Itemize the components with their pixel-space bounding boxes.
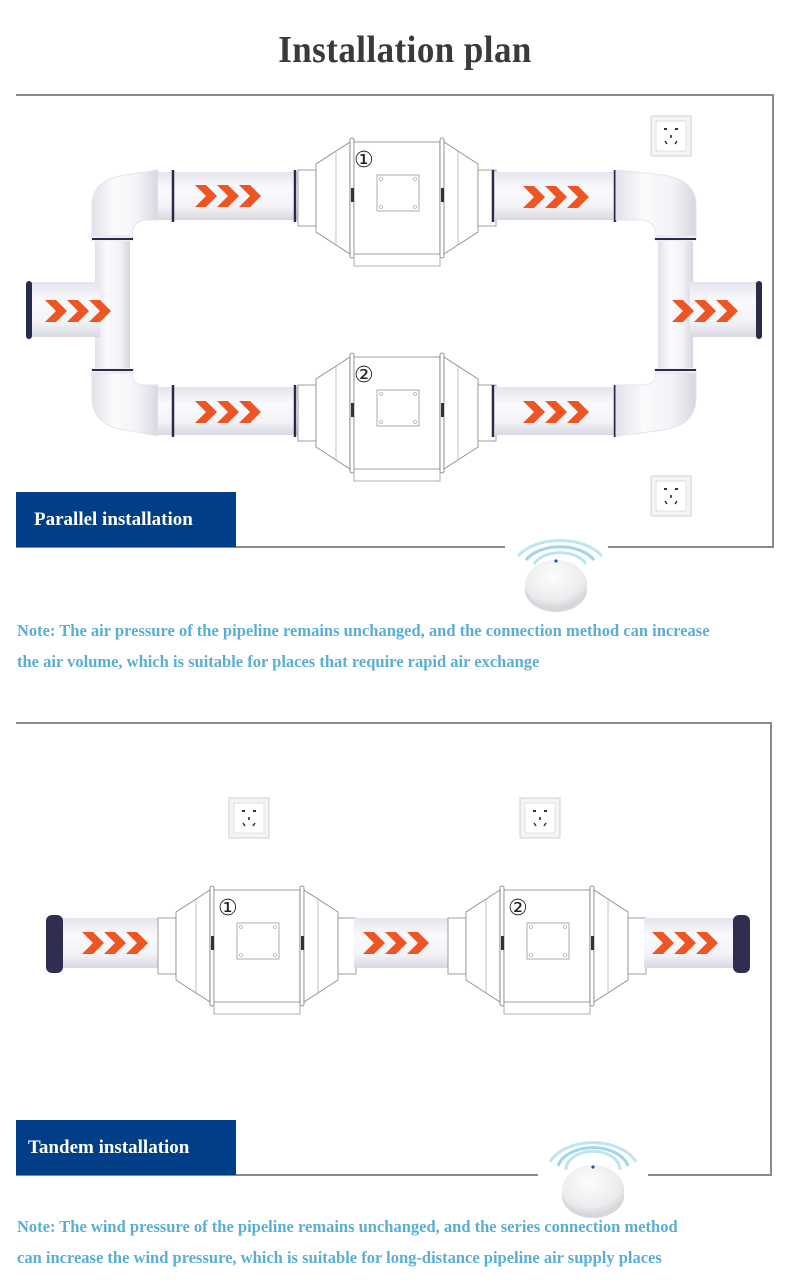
parallel-diagram	[16, 94, 774, 612]
inline-duct-fan-icon	[157, 885, 357, 1015]
inline-duct-fan-icon	[297, 137, 497, 267]
fan-1-marker: ①	[354, 148, 374, 173]
fan-1-marker: ①	[218, 896, 238, 921]
tandem-note-line-2: can increase the wind pressure, which is…	[17, 1248, 662, 1267]
inline-duct-fan-icon	[447, 885, 647, 1015]
tandem-frame	[16, 722, 772, 1176]
tandem-diagram	[16, 722, 772, 1218]
parallel-note: Note: The air pressure of the pipeline r…	[17, 615, 787, 677]
inline-duct-fan-icon	[297, 352, 497, 482]
tandem-note-line-1: Note: The wind pressure of the pipeline …	[17, 1217, 678, 1236]
fan-2-marker: ②	[354, 363, 374, 388]
parallel-frame	[16, 94, 774, 548]
page-title: Installation plan	[278, 29, 532, 71]
power-outlet-icon	[228, 797, 270, 839]
tandem-installation-label: Tandem installation	[16, 1120, 236, 1175]
parallel-installation-panel: ① ② Parallel installation Note: The air …	[16, 94, 787, 677]
power-outlet-icon	[519, 797, 561, 839]
tandem-note: Note: The wind pressure of the pipeline …	[17, 1211, 787, 1273]
tandem-installation-panel: ① ② Tandem installation Note: The wind p…	[0, 700, 790, 1287]
parallel-note-line-1: Note: The air pressure of the pipeline r…	[17, 621, 710, 640]
power-outlet-icon	[650, 475, 692, 517]
parallel-installation-label: Parallel installation	[16, 492, 236, 547]
fan-2-marker: ②	[508, 896, 528, 921]
wireless-controller-icon	[548, 1141, 638, 1218]
wireless-controller-icon	[516, 539, 604, 612]
power-outlet-icon	[650, 115, 692, 157]
parallel-note-line-2: the air volume, which is suitable for pl…	[17, 652, 540, 671]
